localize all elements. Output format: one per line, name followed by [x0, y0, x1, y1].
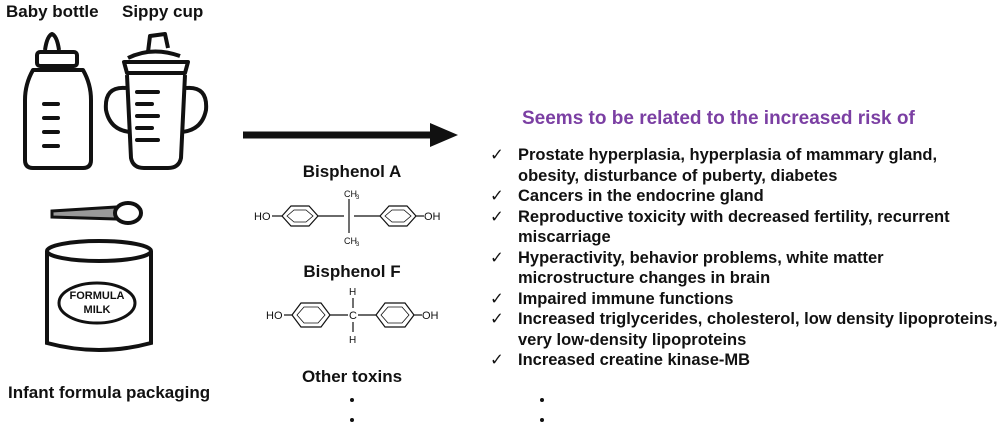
sippy-cup-icon [103, 32, 209, 170]
risk-item-text: very low-density lipoproteins [518, 330, 747, 349]
bpf-oh: OH [422, 310, 439, 322]
risk-item-text: Increased creatine kinase-MB [518, 351, 751, 369]
bpa-oh: OH [424, 211, 441, 223]
bisphenol-a-title: Bisphenol A [302, 162, 402, 181]
bpa-ch3-bottom: CH [344, 236, 357, 246]
risk-item: ✓ Hyperactivity, behavior problems, white… [490, 248, 1005, 289]
baby-bottle-label: Baby bottle [6, 2, 99, 21]
other-toxins-label: Other toxins [301, 367, 403, 386]
risk-item-text: microstructure changes in brain [518, 269, 771, 287]
bpf-h-bottom: H [349, 335, 356, 346]
bisphenol-f-structure: HO C H H OH [266, 287, 439, 346]
risk-item: ✓ Impaired immune functions [490, 289, 1005, 310]
bpa-ch3-top: CH [344, 189, 357, 199]
checkmark-icon: ✓ [490, 187, 504, 205]
risk-item-text: Impaired immune functions [518, 289, 734, 308]
checkmark-icon: ✓ [490, 248, 504, 267]
ellipsis-dot [540, 398, 544, 402]
risk-item: ✓ Prostate hyperplasia, hyperplasia of ma… [490, 145, 1005, 186]
formula-can-icon: FORMULA MILK [45, 201, 153, 352]
risk-item-text: Cancers in the endocrine gland [518, 187, 764, 205]
risk-heading: Seems to be related to the increased ris… [522, 108, 915, 129]
bpf-ho: HO [266, 310, 283, 322]
arrow-right-icon [243, 123, 458, 147]
ellipsis-dot [540, 418, 544, 422]
checkmark-icon: ✓ [490, 289, 504, 308]
ellipsis-dot [350, 418, 354, 422]
risk-item-text: Prostate hyperplasia, hyperplasia of mam… [518, 146, 938, 164]
formula-text-1: FORMULA [70, 290, 125, 302]
ellipsis-dot [350, 398, 354, 402]
bisphenol-a-structure: HO CH 3 CH 3 OH [254, 189, 441, 248]
risk-item: ✓ Increased triglycerides, cholesterol, l… [490, 309, 1005, 350]
bisphenol-f-title: Bisphenol F [303, 262, 401, 281]
risk-item-text: Hyperactivity, behavior problems, white … [518, 248, 884, 267]
baby-bottle-icon [23, 32, 209, 170]
bpa-ho: HO [254, 211, 271, 223]
checkmark-icon: ✓ [490, 310, 504, 328]
risk-list: ✓ Prostate hyperplasia, hyperplasia of ma… [490, 145, 1005, 371]
risk-item-text: obesity, disturbance of puberty, diabete… [518, 166, 838, 185]
svg-text:3: 3 [356, 195, 360, 201]
risk-item-text: miscarriage [518, 228, 611, 246]
risk-item-text: Reproductive toxicity with decreased fer… [518, 207, 950, 226]
risk-item: ✓ Cancers in the endocrine gland [490, 186, 1005, 207]
risk-item: ✓ Increased creatine kinase-MB [490, 350, 1005, 371]
infant-formula-label: Infant formula packaging [8, 383, 211, 402]
bpf-h-top: H [349, 287, 356, 298]
checkmark-icon: ✓ [490, 146, 504, 164]
sippy-cup-label: Sippy cup [122, 2, 204, 21]
formula-text-2: MILK [84, 304, 111, 316]
checkmark-icon: ✓ [490, 351, 504, 369]
bpf-c: C [349, 310, 357, 322]
checkmark-icon: ✓ [490, 207, 504, 226]
risk-item-text: Increased triglycerides, cholesterol, lo… [518, 310, 998, 328]
svg-text:3: 3 [356, 242, 360, 248]
risk-item: ✓ Reproductive toxicity with decreased fe… [490, 207, 1005, 248]
